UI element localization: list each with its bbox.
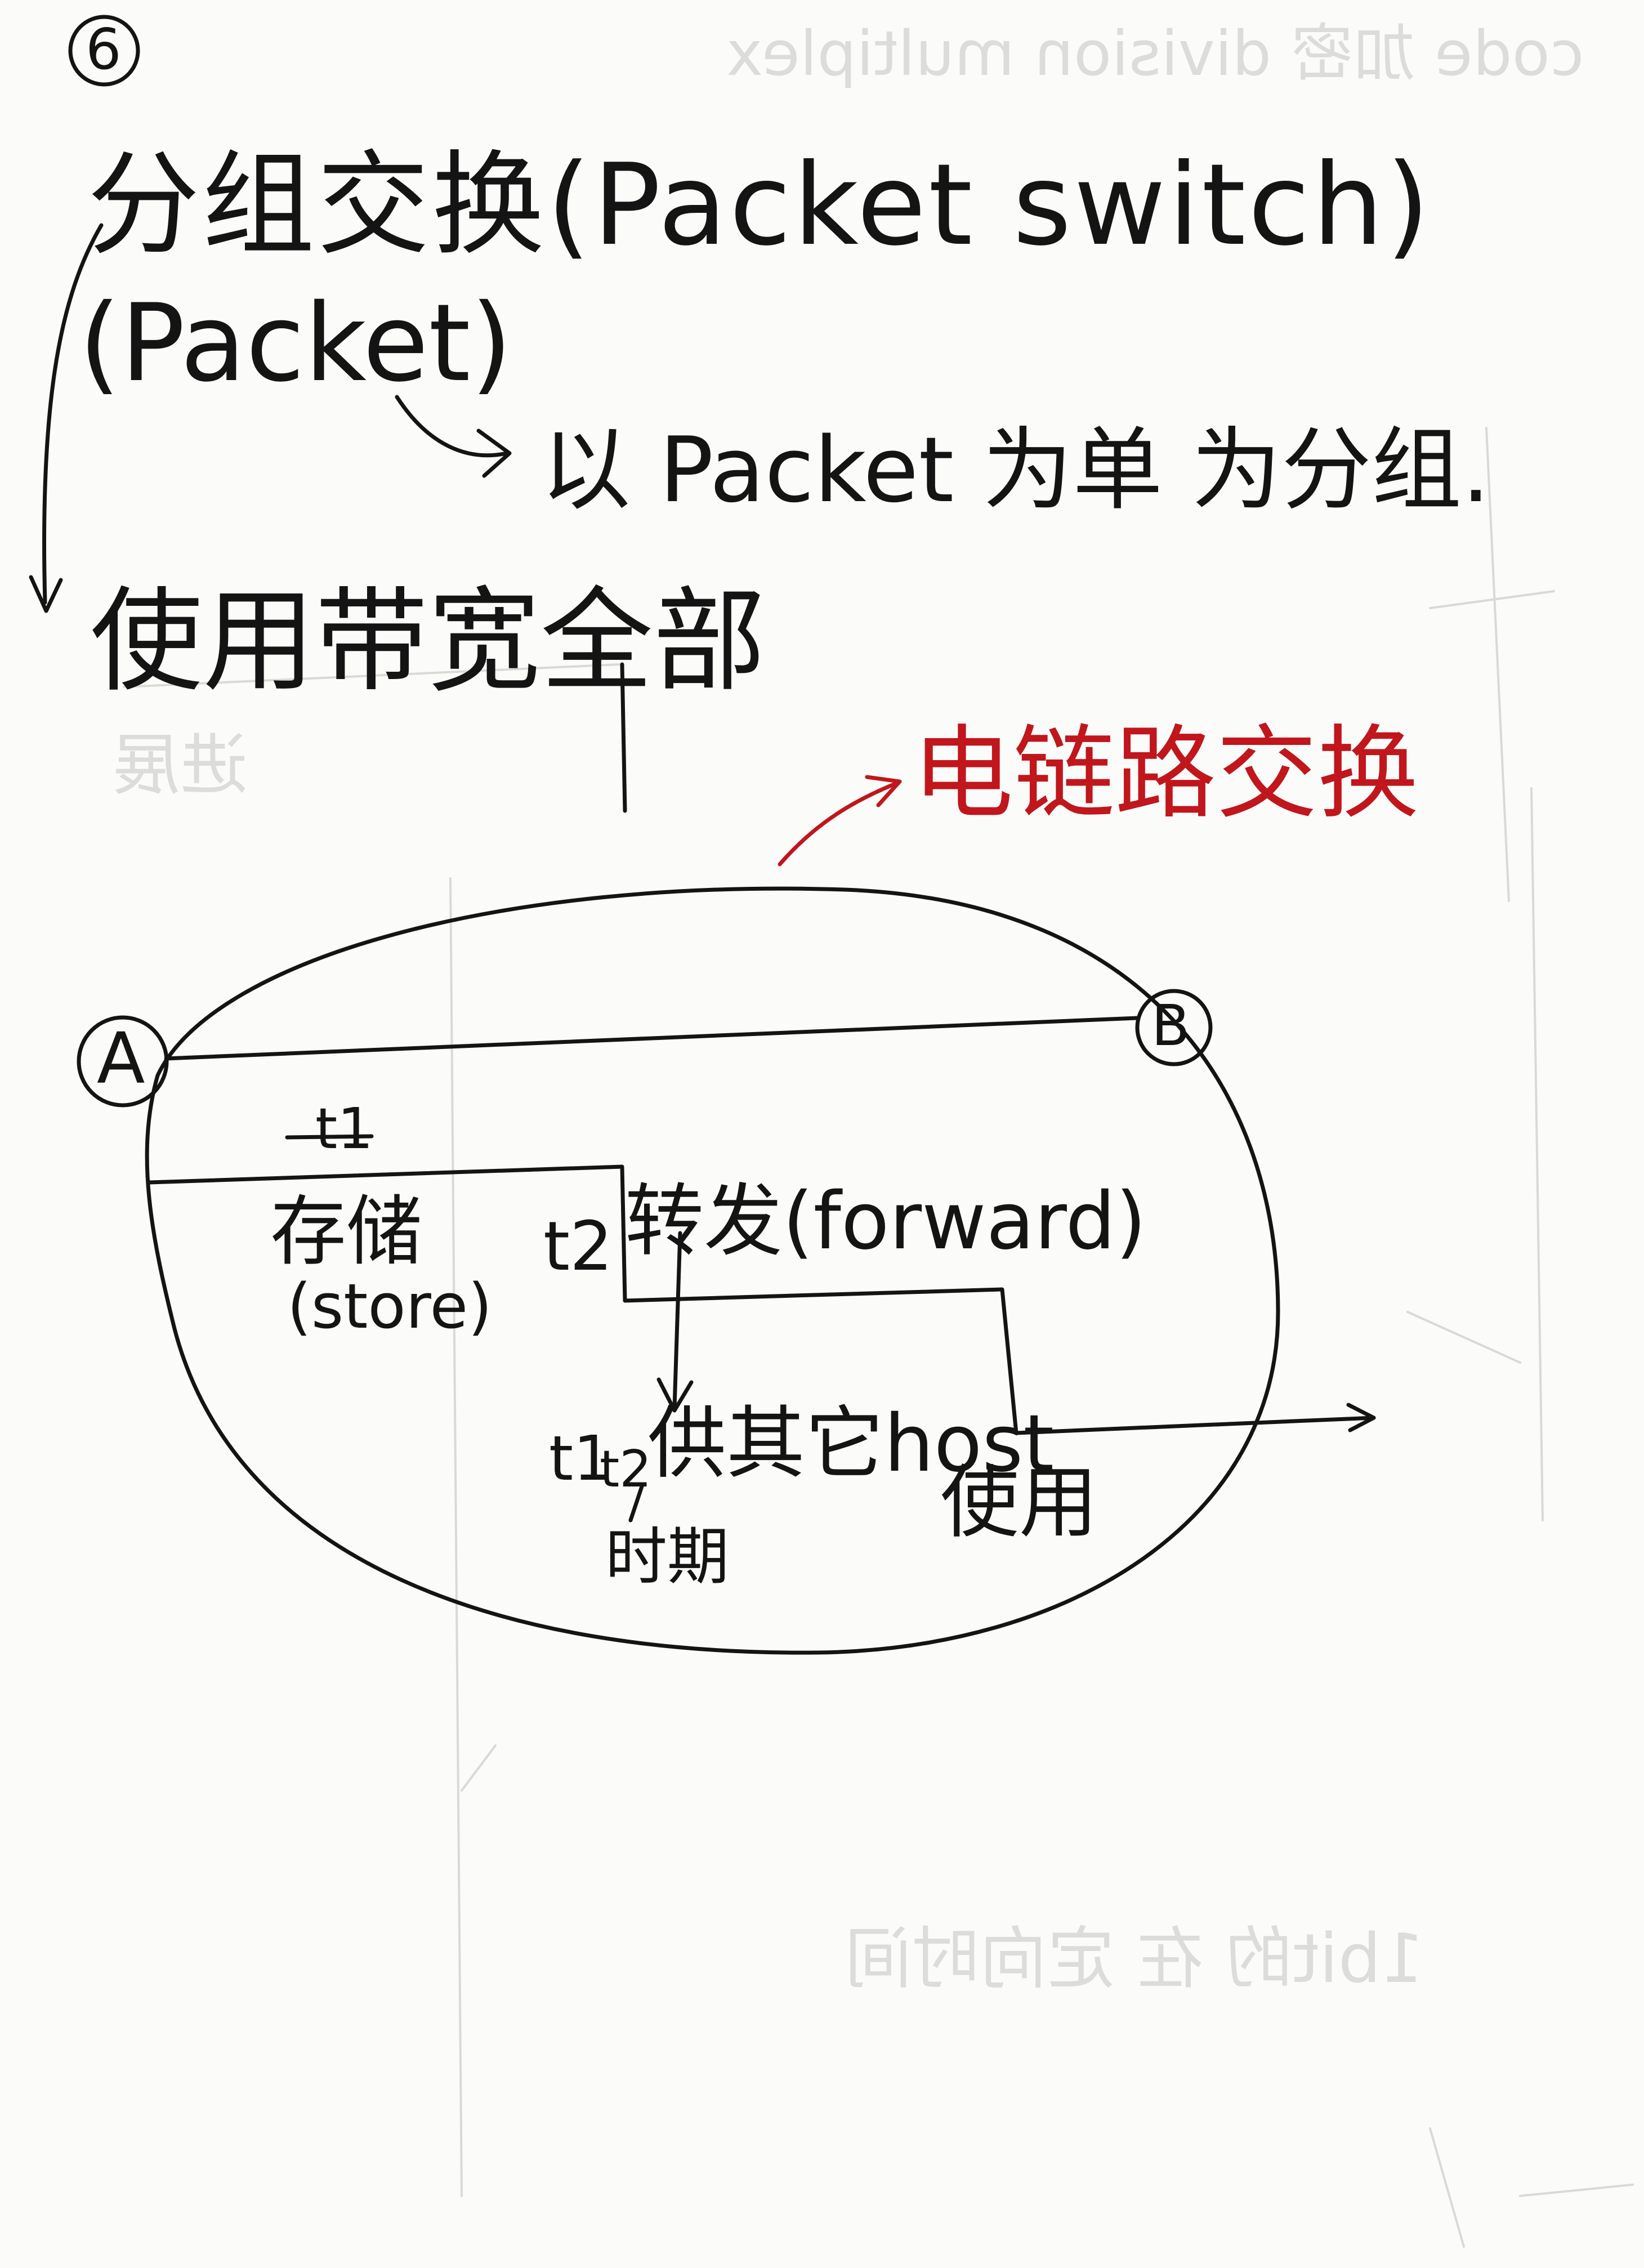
network-ellipse [145,886,1280,1655]
bandwidth-note: 使用带宽全部 [90,576,766,707]
link-a-b [164,1016,1140,1061]
store-forward-step [147,1164,1376,1435]
use-label: 使用 [940,1457,1098,1549]
bleed-through-margin: 进展 [113,726,248,805]
forward-down-arrow-head [656,1377,694,1413]
node-b-circle [1135,989,1213,1066]
forward-down-arrow [672,1231,682,1410]
bleed-through-top: code 加密 division multiplex [726,17,1584,90]
period-label: 时期 [605,1521,729,1593]
red-annotation: 电链路交换 [912,715,1419,833]
packet-term: (Packet) [79,281,512,405]
timeline-arrow-head [1346,1403,1376,1432]
explanation-arrow [395,395,509,458]
section-number: 6 [86,16,122,82]
red-arrow-head [865,775,902,807]
bracket-arrow [42,223,104,605]
note-title: 分组交换(Packet switch) [87,140,1432,271]
bleed-through-lower: 1bit的 在 定向时间 [845,1920,1424,1998]
section-number-circle [68,15,140,87]
t1-label: t1 [315,1096,373,1162]
red-arrow [778,780,900,867]
packet-explanation: 以 Packet 为单 为分组. [540,417,1490,523]
t1t2-period-suffix: t2 [600,1440,652,1499]
t1-line [285,1134,374,1140]
bracket-arrow-head [29,575,63,613]
node-b-label: B [1151,993,1190,1059]
period-tick [628,1484,644,1523]
store-label: 存储 [270,1187,422,1276]
t2-label: t2 [543,1208,613,1286]
node-a-circle [77,1015,169,1108]
explanation-arrow-head [476,428,512,478]
forward-label: 转发(forward) [625,1176,1146,1267]
node-a-label: A [97,1018,145,1100]
t1t2-period-prefix: t1 [549,1422,613,1494]
other-host-label: 供其它host [647,1398,1055,1490]
bandwidth-stroke [620,662,627,813]
store-en-label: (store) [287,1270,493,1342]
bleed-through-strokes [123,427,1634,2248]
